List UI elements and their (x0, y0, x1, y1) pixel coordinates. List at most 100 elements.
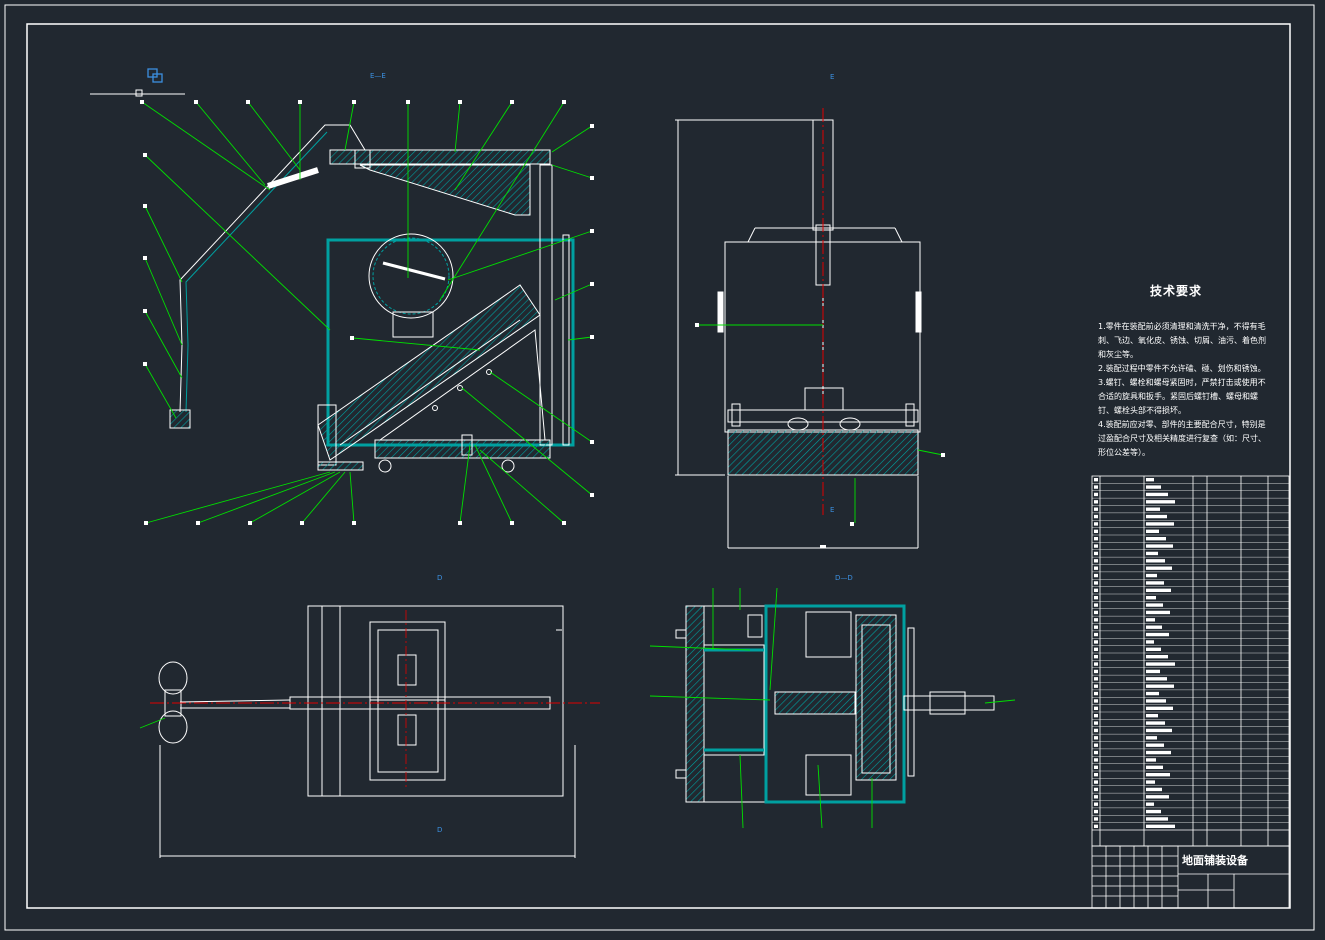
parts-list-index-mark (1094, 669, 1098, 674)
parts-list-entry-mark (1146, 559, 1165, 563)
parts-list-entry-mark (1146, 691, 1159, 696)
sheet-outer-border (4, 4, 1315, 931)
parts-list-entry-mark (1146, 573, 1157, 578)
parts-list-entry-mark (1146, 492, 1168, 497)
parts-list-index-mark (1094, 824, 1098, 828)
parts-list-entry-mark (1146, 809, 1161, 814)
parts-list-entry-mark (1146, 736, 1157, 740)
parts-list-index-mark (1094, 817, 1098, 821)
marker-e-bottom: E (830, 506, 834, 514)
parts-list-index-mark (1094, 721, 1098, 725)
parts-list-index-mark (1094, 750, 1098, 755)
parts-list-entry-mark (1146, 581, 1164, 585)
parts-list-entry-mark (1146, 669, 1160, 674)
parts-list-entry-mark (1146, 662, 1175, 666)
parts-list-index-mark (1094, 677, 1098, 681)
parts-list-index-mark (1094, 736, 1098, 740)
parts-list-index-mark (1094, 691, 1098, 696)
parts-list-index-mark (1094, 655, 1098, 659)
tech-note: 3.螺钉、螺栓和螺母紧固时，严禁打击或使用不合适的旋具和扳手。紧固后螺钉槽、螺母… (1098, 378, 1266, 415)
viewport-copy-icon[interactable] (146, 68, 164, 84)
parts-list-index-mark (1094, 647, 1098, 651)
parts-list-index-mark (1094, 802, 1098, 806)
parts-list-entry-mark (1146, 677, 1167, 681)
parts-list-entry-mark (1146, 647, 1161, 651)
marker-d-top: D (437, 574, 442, 582)
parts-list-index-mark (1094, 596, 1098, 600)
view-section-e (90, 89, 575, 473)
parts-list-entry-mark (1146, 765, 1163, 769)
parts-list-index-mark (1094, 478, 1098, 482)
parts-list-index-mark (1094, 728, 1098, 733)
parts-list-index-mark (1094, 588, 1098, 592)
tech-note: 1.零件在装配前必须清理和清洗干净，不得有毛刺、飞边、氧化皮、锈蚀、切屑、油污、… (1098, 322, 1266, 359)
parts-list-entry-mark (1146, 750, 1171, 755)
parts-list-entry-mark (1146, 588, 1171, 592)
tech-note: 2.装配过程中零件不允许磕、碰、划伤和锈蚀。 (1098, 364, 1266, 373)
parts-list-index-mark (1094, 795, 1098, 799)
parts-list-index-mark (1094, 537, 1098, 541)
parts-list-entry-mark (1146, 618, 1155, 622)
title-block (1091, 845, 1290, 909)
parts-list-entry-mark (1146, 625, 1162, 629)
view-top-leaders (139, 717, 166, 729)
tech-requirements-title: 技术要求 (1150, 284, 1203, 298)
parts-list-rows (1092, 478, 1289, 828)
parts-list-entry-mark (1146, 507, 1160, 511)
parts-list-entry-mark (1146, 728, 1172, 733)
view-top (158, 605, 576, 858)
parts-list-index-mark (1094, 581, 1098, 585)
parts-list-entry-mark (1146, 706, 1173, 710)
parts-list-index-mark (1094, 780, 1098, 784)
parts-list-index-mark (1094, 662, 1098, 666)
parts-list-entry-mark (1146, 795, 1169, 799)
parts-list-index-mark (1094, 706, 1098, 710)
parts-list-index-mark (1094, 625, 1098, 629)
marker-e-top: E (830, 73, 834, 81)
parts-list-entry-mark (1146, 544, 1173, 548)
parts-list-index-mark (1094, 699, 1098, 703)
parts-list-index-mark (1094, 573, 1098, 578)
parts-list-index-mark (1094, 809, 1098, 814)
parts-list-index-mark (1094, 743, 1098, 747)
label-section-d: D—D (835, 574, 853, 582)
parts-list-entry-mark (1146, 640, 1154, 644)
view-section-e-leaders (141, 101, 593, 524)
parts-list-entry-mark (1146, 566, 1172, 570)
view-side (675, 119, 922, 549)
parts-list-index-mark (1094, 507, 1098, 511)
parts-list-entry-mark (1146, 500, 1175, 504)
parts-list-index-mark (1094, 566, 1098, 570)
parts-list-entry-mark (1146, 684, 1174, 688)
drawing-title: 地面铺装设备 (1182, 854, 1248, 867)
parts-list-entry-mark (1146, 802, 1154, 806)
parts-list-entry-mark (1146, 632, 1169, 637)
parts-list-entry-mark (1146, 714, 1158, 718)
parts-list-index-mark (1094, 544, 1098, 548)
view-section-d-leaders (649, 587, 1016, 829)
view-section-e-balloons (140, 100, 594, 525)
tech-note: 4.装配前应对零、部件的主要配合尺寸，特别是过盈配合尺寸及相关精度进行复查（如：… (1098, 420, 1266, 457)
parts-list-index-mark (1094, 787, 1098, 792)
view-section-d (675, 604, 995, 804)
parts-list-entry-mark (1146, 787, 1162, 792)
parts-list-entry-mark (1146, 780, 1155, 784)
parts-list-index-mark (1094, 773, 1098, 777)
parts-list-index-mark (1094, 765, 1098, 769)
parts-list-entry-mark (1146, 596, 1156, 600)
marker-d-bottom: D (437, 826, 442, 834)
parts-list-index-mark (1094, 603, 1098, 607)
parts-list-table (1091, 475, 1290, 847)
parts-list-index-mark (1094, 632, 1098, 637)
tech-requirements-notes: 1.零件在装配前必须清理和清洗干净，不得有毛刺、飞边、氧化皮、锈蚀、切屑、油污、… (1098, 320, 1270, 460)
parts-list-entry-mark (1146, 485, 1161, 489)
parts-list-entry-mark (1146, 551, 1158, 556)
parts-list-entry-mark (1146, 514, 1167, 519)
parts-list-index-mark (1094, 758, 1098, 762)
parts-list-index-mark (1094, 559, 1098, 563)
parts-list-index-mark (1094, 640, 1098, 644)
parts-list-index-mark (1094, 684, 1098, 688)
parts-list-entry-mark (1146, 522, 1174, 526)
parts-list-index-mark (1094, 492, 1098, 497)
